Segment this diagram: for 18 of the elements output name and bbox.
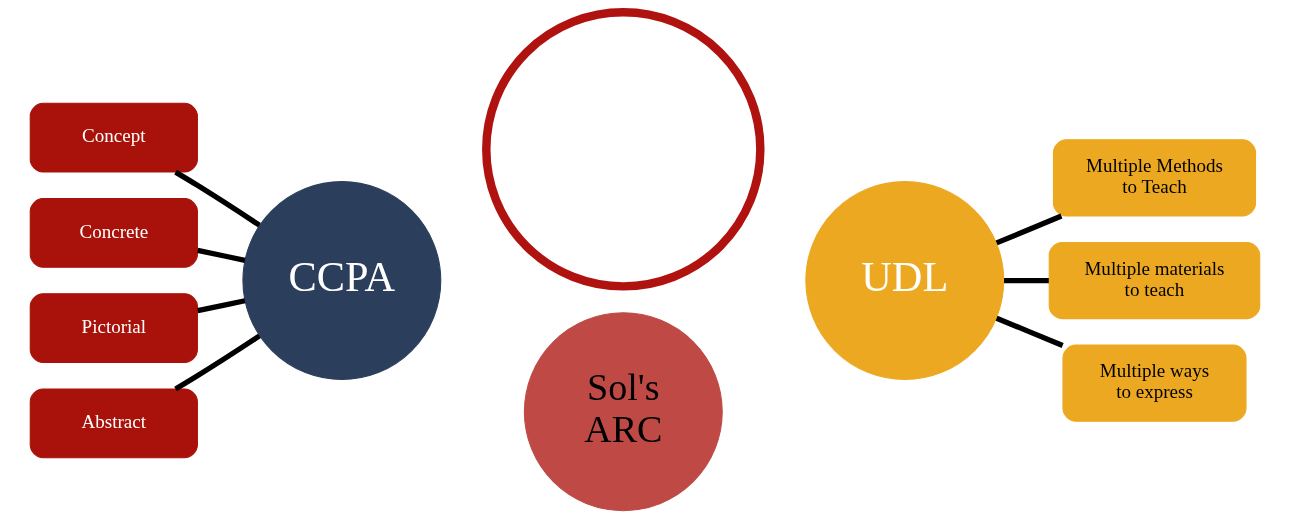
- connector: [995, 213, 1062, 246]
- node-circle: [481, 8, 765, 291]
- node-box: Pictorial: [29, 293, 198, 364]
- node-box: Multiple materials to teach: [1048, 241, 1260, 320]
- node-box: Concrete: [29, 198, 198, 268]
- node-box: Concept: [29, 102, 198, 173]
- connector: [995, 315, 1064, 348]
- node-box: Multiple Methods to Teach: [1052, 139, 1256, 217]
- connector: [173, 169, 261, 228]
- node-circle: Sol's ARC: [523, 312, 723, 512]
- connector: [173, 333, 261, 392]
- node-circle: CCPA: [241, 181, 441, 380]
- node-box: Abstract: [29, 388, 198, 459]
- node-circle: UDL: [804, 181, 1004, 380]
- connector: [196, 247, 245, 263]
- connector: [1003, 277, 1049, 284]
- node-box: Multiple ways to express: [1061, 344, 1247, 422]
- connector: [196, 298, 245, 314]
